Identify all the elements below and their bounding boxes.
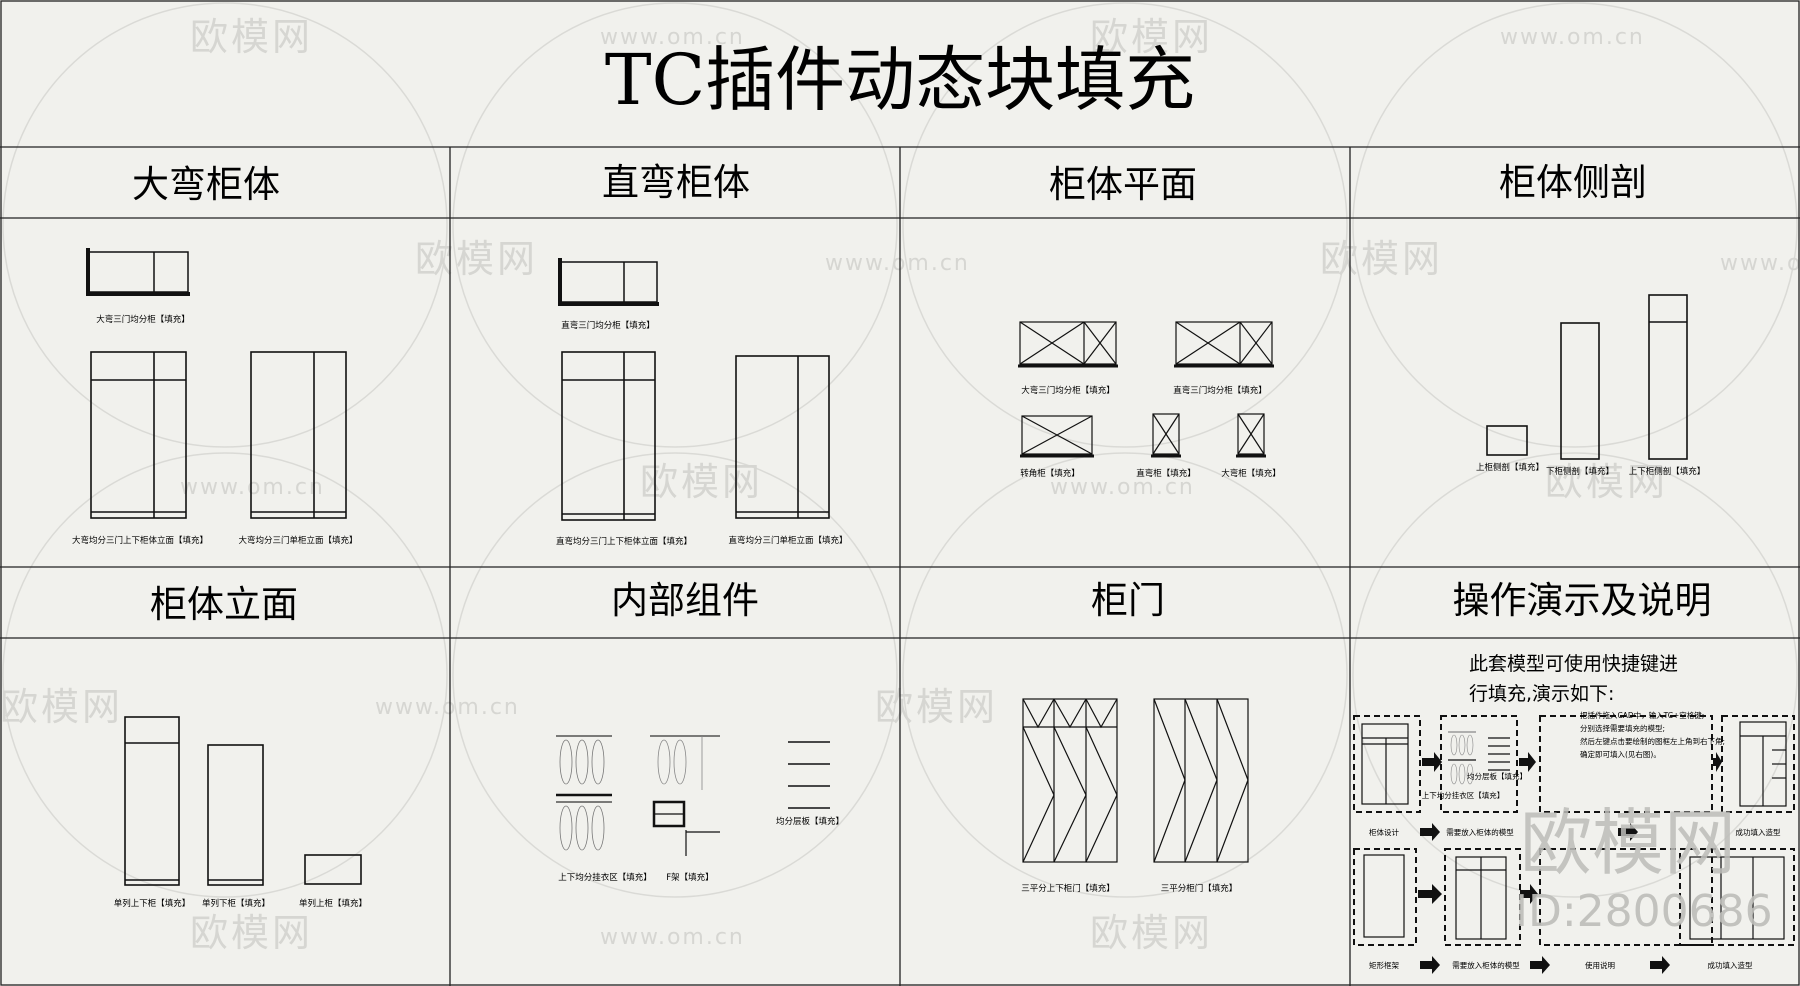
section-title-zhiwan: 直弯柜体 bbox=[602, 161, 750, 204]
plan-dawan-three bbox=[1018, 321, 1118, 368]
dawan-elevation-1 bbox=[90, 351, 187, 519]
watermark-brand: 欧模网 bbox=[190, 911, 313, 955]
plan-2-label: 直弯三门均分柜【填充】 bbox=[1173, 385, 1267, 396]
zhiwan-elevation-2 bbox=[735, 355, 830, 519]
side-3-label: 上下柜侧剖【填充】 bbox=[1629, 466, 1706, 477]
plan-zhiwan-single bbox=[1151, 413, 1181, 458]
hanging-area bbox=[556, 735, 612, 851]
plan-dawan-single bbox=[1236, 413, 1266, 458]
zhiwan-elevation-2-label: 直弯均分三门单柜立面【填充】 bbox=[728, 535, 847, 546]
watermark-url: www.om.cn bbox=[375, 695, 520, 720]
watermark-brand: 欧模网 bbox=[0, 685, 123, 729]
watermark-brand: 欧模网 bbox=[1090, 911, 1213, 955]
watermark-large-brand: 欧模网 bbox=[1520, 801, 1736, 885]
demo-caption-5: 需要放入柜体的模型 bbox=[1452, 960, 1520, 970]
watermark-brand: 欧模网 bbox=[415, 237, 538, 281]
watermark-id: ID:2800686 bbox=[1515, 886, 1773, 937]
demo-note-3: 然后左键点击要绘制的图框左上角到右下角; bbox=[1580, 736, 1725, 746]
elevation-column-full bbox=[124, 716, 180, 886]
section-title-cepou: 柜体侧剖 bbox=[1499, 161, 1647, 204]
zhiwan-plan-label: 直弯三门均分柜【填充】 bbox=[561, 320, 655, 331]
door-1-label: 三平分上下柜门【填充】 bbox=[1021, 883, 1115, 894]
zhiwan-plan-block bbox=[558, 258, 659, 306]
elevation-3-label: 单列上柜【填充】 bbox=[299, 898, 367, 909]
demo-mini-label-1: 上下均分挂衣区【填充】 bbox=[1422, 790, 1505, 800]
door-2-label: 三平分柜门【填充】 bbox=[1161, 883, 1238, 894]
elevation-column-upper bbox=[304, 854, 362, 885]
plan-4-label: 直弯柜【填充】 bbox=[1136, 468, 1196, 479]
f-rack bbox=[650, 735, 720, 856]
page-title: TC插件动态块填充 bbox=[605, 39, 1195, 121]
elevation-2-label: 单列下柜【填充】 bbox=[202, 898, 270, 909]
plan-corner bbox=[1020, 415, 1094, 458]
zhiwan-elevation-1 bbox=[561, 351, 656, 521]
demo-caption-1: 柜体设计 bbox=[1369, 827, 1399, 837]
demo-caption-3: 成功填入造型 bbox=[1736, 827, 1781, 837]
dawan-elevation-2-label: 大弯均分三门单柜立面【填充】 bbox=[238, 535, 357, 546]
plan-1-label: 大弯三门均分柜【填充】 bbox=[1021, 385, 1115, 396]
zhiwan-elevation-1-label: 直弯均分三门上下柜体立面【填充】 bbox=[556, 536, 692, 547]
door-three bbox=[1153, 698, 1249, 863]
even-shelves bbox=[788, 741, 830, 809]
plan-5-label: 大弯柜【填充】 bbox=[1221, 468, 1281, 479]
side-section-full bbox=[1648, 294, 1688, 460]
section-title-caozuo: 操作演示及说明 bbox=[1453, 579, 1712, 622]
watermark-layer: 欧模网 欧模网 www.om.cn www.om.cn 欧模网 欧模网 www.… bbox=[0, 15, 1800, 955]
watermark-url: www.om.cn bbox=[1050, 475, 1195, 500]
watermark-brand: 欧模网 bbox=[1320, 237, 1443, 281]
demo-caption-2: 需要放入柜体的模型 bbox=[1446, 827, 1514, 837]
section-title-pingmian: 柜体平面 bbox=[1049, 163, 1197, 206]
watermark-brand: 欧模网 bbox=[1090, 15, 1213, 59]
elevation-1-label: 单列上下柜【填充】 bbox=[114, 898, 191, 909]
section-title-limian: 柜体立面 bbox=[150, 583, 298, 626]
watermark-url: www.om.cn bbox=[825, 251, 970, 276]
side-section-upper bbox=[1486, 425, 1528, 456]
watermark-brand: 欧模网 bbox=[640, 460, 763, 504]
watermark-url: www.om.cn bbox=[180, 475, 325, 500]
demo-caption-7: 成功填入造型 bbox=[1708, 960, 1753, 970]
demo-mini-label-2: 均分层板【填充】 bbox=[1467, 771, 1527, 781]
demo-note-2: 分别选择需要填充的模型; bbox=[1580, 723, 1665, 733]
side-1-label: 上柜侧剖【填充】 bbox=[1476, 462, 1544, 473]
dawan-plan-block bbox=[86, 248, 190, 296]
section-title-neibu: 内部组件 bbox=[611, 579, 759, 622]
side-2-label: 下柜侧剖【填充】 bbox=[1546, 466, 1614, 477]
watermark-url: www.om.cn bbox=[1500, 25, 1645, 50]
section-title-guimen: 柜门 bbox=[1091, 579, 1165, 622]
watermark-url: www.om.cn bbox=[600, 25, 745, 50]
dawan-elevation-2 bbox=[250, 351, 347, 519]
demo-caption-6: 使用说明 bbox=[1585, 960, 1615, 970]
demo-text-line1: 此套模型可使用快捷键进 bbox=[1469, 653, 1678, 675]
dawan-plan-label: 大弯三门均分柜【填充】 bbox=[96, 314, 190, 325]
inner-1-label: 上下均分挂衣区【填充】 bbox=[558, 872, 652, 883]
demo-note-1: 把插件拖入CAD中，输入TC+空格键; bbox=[1580, 710, 1704, 720]
demo-mini-drawings bbox=[1361, 721, 1787, 940]
watermark-circles bbox=[2, 2, 1798, 898]
plan-zhiwan-three bbox=[1174, 321, 1274, 368]
demo-note-4: 确定即可填入(见右图)。 bbox=[1580, 749, 1661, 759]
door-three-updown bbox=[1022, 698, 1118, 863]
watermark-brand: 欧模网 bbox=[1545, 460, 1668, 504]
watermark-brand: 欧模网 bbox=[190, 15, 313, 59]
watermark-url: www.om.cn bbox=[600, 925, 745, 950]
inner-3-label: 均分层板【填充】 bbox=[776, 816, 844, 827]
inner-2-label: F架【填充】 bbox=[666, 872, 713, 883]
watermark-brand: 欧模网 bbox=[875, 685, 998, 729]
elevation-column-lower bbox=[207, 744, 264, 886]
demo-text-line2: 行填充,演示如下: bbox=[1469, 683, 1614, 705]
plan-3-label: 转角柜【填充】 bbox=[1020, 468, 1080, 479]
section-title-dawan: 大弯柜体 bbox=[132, 163, 280, 206]
demo-caption-4: 矩形框架 bbox=[1369, 960, 1399, 970]
watermark-url: www.om.cn bbox=[1720, 251, 1800, 276]
demo-arrows bbox=[1418, 752, 1722, 974]
side-section-lower bbox=[1560, 322, 1600, 460]
dawan-elevation-1-label: 大弯均分三门上下柜体立面【填充】 bbox=[72, 535, 208, 546]
